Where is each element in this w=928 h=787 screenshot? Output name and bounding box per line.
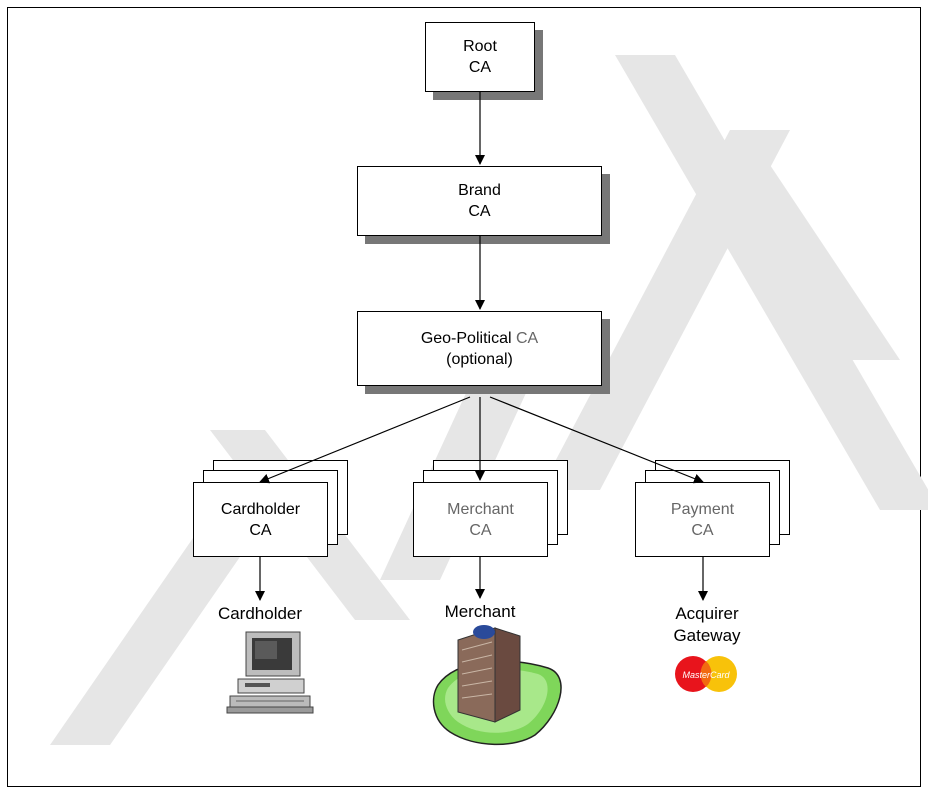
acquirer-gateway-label: Acquirer Gateway: [647, 603, 767, 647]
ca-hierarchy-diagram: Root CA Brand CA Geo-Political CA (optio…: [193, 22, 790, 746]
office-building-icon: [432, 625, 562, 746]
mastercard-logo: MasterCard: [675, 656, 737, 692]
hierarchy-arrows: MasterCard: [226, 92, 737, 746]
cardholder-ca-line2: CA: [249, 521, 272, 539]
arrow-geo-to-cardholder-ca: [259, 396, 471, 484]
merchant-ca-line1: Merchant: [447, 500, 514, 518]
payment-ca-line2: CA: [691, 521, 714, 539]
brand-ca-line2: CA: [468, 203, 491, 220]
merchant-ca-line2: CA: [469, 521, 492, 539]
payment-ca-box: Payment CA: [635, 482, 770, 557]
root-ca-line1: Root: [463, 38, 497, 55]
cardholder-label: Cardholder: [217, 604, 303, 623]
merchant-ca-box: Merchant CA: [413, 482, 548, 557]
merchant-label: Merchant: [444, 602, 516, 621]
root-ca-line2: CA: [468, 59, 492, 76]
acquirer-label-line2: Gateway: [673, 626, 741, 645]
geo-ca-line1-ca: CA: [511, 329, 539, 347]
mastercard-logo-text: MasterCard: [682, 670, 730, 680]
brand-ca-line1: Brand: [458, 182, 501, 199]
brand-ca-box: Brand CA: [357, 166, 602, 236]
root-ca-box: Root CA: [425, 22, 535, 92]
computer-icon: [226, 631, 314, 714]
geo-ca-line1: Geo-Political CA: [421, 328, 538, 349]
geo-ca-line2: (optional): [446, 350, 513, 368]
cardholder-ca-line1: Cardholder: [220, 500, 301, 518]
payment-ca-line1: Payment: [670, 500, 735, 518]
arrow-geo-to-payment-ca: [489, 396, 704, 484]
geo-ca-line1-main: Geo-Political: [420, 329, 512, 347]
geo-political-ca-box: Geo-Political CA (optional): [357, 311, 602, 386]
acquirer-label-line1: Acquirer: [675, 604, 739, 623]
